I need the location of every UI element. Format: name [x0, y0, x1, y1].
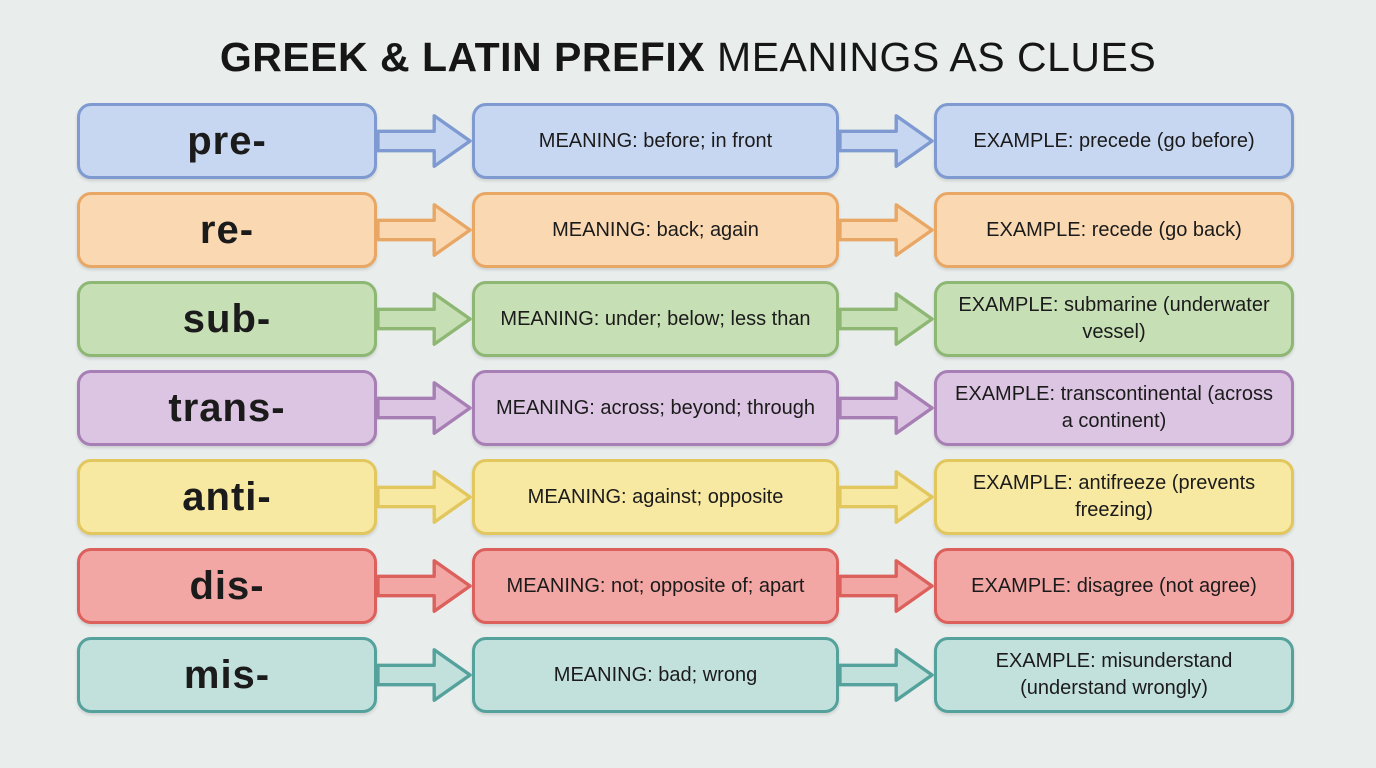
prefix-box: trans-: [77, 370, 377, 446]
meaning-box: MEANING: bad; wrong: [472, 637, 839, 713]
example-text: EXAMPLE: recede (go back): [986, 218, 1242, 241]
arrow-right-icon: [838, 470, 934, 524]
meaning-box: MEANING: back; again: [472, 192, 839, 268]
meaning-text: MEANING: back; again: [552, 218, 759, 241]
prefix-box: sub-: [77, 281, 377, 357]
example-text: EXAMPLE: transcontinental (across a cont…: [955, 383, 1273, 432]
example-text: EXAMPLE: precede (go before): [973, 129, 1255, 152]
arrow-right-icon: [376, 292, 472, 346]
example-box: EXAMPLE: transcontinental (across a cont…: [934, 370, 1294, 446]
prefix-row: anti- MEANING: against; opposite EXAMPLE…: [77, 459, 1376, 535]
arrow-right-icon: [376, 203, 472, 257]
prefix-label: re-: [199, 207, 255, 252]
prefix-row: trans- MEANING: across; beyond; through …: [77, 370, 1376, 446]
meaning-text: MEANING: before; in front: [538, 129, 773, 152]
arrow-right-icon: [838, 292, 934, 346]
arrow-right-icon: [838, 381, 934, 435]
page-title-bold: GREEK & LATIN PREFIX: [219, 34, 706, 80]
example-text: EXAMPLE: misunderstand (understand wrong…: [995, 650, 1233, 699]
prefix-label: dis-: [189, 563, 265, 608]
example-text: EXAMPLE: disagree (not agree): [971, 574, 1257, 597]
example-box: EXAMPLE: disagree (not agree): [934, 548, 1294, 624]
arrow-right-icon: [376, 648, 472, 702]
prefix-row: mis- MEANING: bad; wrong EXAMPLE: misund…: [77, 637, 1376, 713]
example-text: EXAMPLE: antifreeze (prevents freezing): [972, 472, 1256, 521]
example-box: EXAMPLE: misunderstand (understand wrong…: [934, 637, 1294, 713]
example-box: EXAMPLE: recede (go back): [934, 192, 1294, 268]
meaning-box: MEANING: not; opposite of; apart: [472, 548, 839, 624]
page-title-regular: MEANINGS AS CLUES: [717, 34, 1157, 80]
meaning-text: MEANING: not; opposite of; apart: [506, 574, 805, 597]
prefix-row: re- MEANING: back; again EXAMPLE: recede…: [77, 192, 1376, 268]
prefix-row: sub- MEANING: under; below; less than EX…: [77, 281, 1376, 357]
prefix-rows: pre- MEANING: before; in front EXAMPLE: …: [0, 103, 1376, 713]
example-box: EXAMPLE: antifreeze (prevents freezing): [934, 459, 1294, 535]
meaning-text: MEANING: under; below; less than: [500, 307, 811, 330]
arrow-right-icon: [838, 648, 934, 702]
prefix-box: pre-: [77, 103, 377, 179]
arrow-right-icon: [376, 114, 472, 168]
prefix-row: dis- MEANING: not; opposite of; apart EX…: [77, 548, 1376, 624]
prefix-box: anti-: [77, 459, 377, 535]
page-title: GREEK & LATIN PREFIX MEANINGS AS CLUES: [0, 0, 1376, 81]
prefix-label: pre-: [187, 118, 267, 163]
meaning-box: MEANING: across; beyond; through: [472, 370, 839, 446]
meaning-box: MEANING: against; opposite: [472, 459, 839, 535]
example-text: EXAMPLE: submarine (underwater vessel): [958, 294, 1270, 343]
example-box: EXAMPLE: precede (go before): [934, 103, 1294, 179]
prefix-box: mis-: [77, 637, 377, 713]
arrow-right-icon: [376, 381, 472, 435]
prefix-label: mis-: [183, 652, 271, 697]
meaning-box: MEANING: before; in front: [472, 103, 839, 179]
meaning-text: MEANING: against; opposite: [527, 485, 784, 508]
prefix-row: pre- MEANING: before; in front EXAMPLE: …: [77, 103, 1376, 179]
prefix-box: dis-: [77, 548, 377, 624]
meaning-text: MEANING: across; beyond; through: [495, 396, 816, 419]
example-box: EXAMPLE: submarine (underwater vessel): [934, 281, 1294, 357]
arrow-right-icon: [838, 114, 934, 168]
arrow-right-icon: [838, 203, 934, 257]
arrow-right-icon: [838, 559, 934, 613]
arrow-right-icon: [376, 559, 472, 613]
meaning-box: MEANING: under; below; less than: [472, 281, 839, 357]
prefix-label: trans-: [168, 385, 286, 430]
arrow-right-icon: [376, 470, 472, 524]
prefix-label: anti-: [182, 474, 272, 519]
meaning-text: MEANING: bad; wrong: [553, 663, 758, 686]
prefix-label: sub-: [182, 296, 272, 341]
prefix-box: re-: [77, 192, 377, 268]
